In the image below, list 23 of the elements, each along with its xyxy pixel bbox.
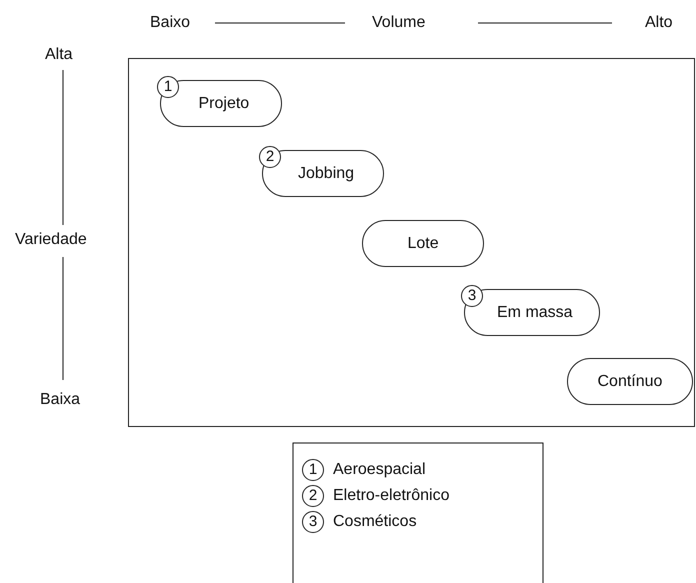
axis-label: Baixo (150, 14, 190, 32)
process-label: Projeto (198, 95, 250, 113)
process-pill (567, 358, 693, 405)
process-label: Em massa (497, 304, 573, 322)
callout-number: 3 (302, 511, 324, 533)
legend-text: Eletro-eletrônico (333, 487, 450, 505)
callout-number: 3 (461, 285, 483, 307)
axis-title: Variedade (15, 231, 87, 249)
legend-text: Cosméticos (333, 513, 417, 531)
axis-title: Volume (372, 14, 426, 32)
callout-number: 1 (157, 76, 179, 98)
callout-number: 1 (302, 459, 324, 481)
legend-text: Aeroespacial (333, 461, 426, 479)
axis-label: Baixa (40, 391, 80, 409)
matrix-frame (128, 58, 695, 427)
callout-number: 2 (302, 485, 324, 507)
axis-label: Alta (45, 46, 73, 64)
process-label: Contínuo (598, 373, 662, 391)
process-label: Jobbing (298, 165, 354, 183)
process-label: Lote (408, 235, 439, 253)
axis-label: Alto (645, 14, 673, 32)
process-pill (362, 220, 484, 267)
callout-number: 2 (259, 146, 281, 168)
